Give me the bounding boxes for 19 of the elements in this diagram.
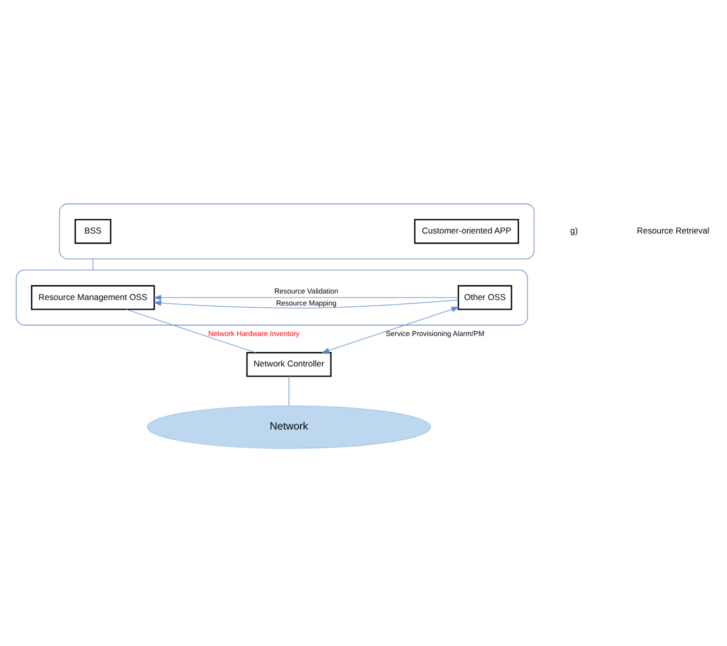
label: g) [570,225,578,236]
connector [288,376,290,406]
cluster [59,203,534,259]
connector [92,258,94,270]
label: Resource Retrieval [636,225,710,236]
node-box: Customer-oriented APP [414,218,520,244]
node-box: Other OSS [458,284,512,310]
arrow [153,294,458,300]
node-box: Resource Management OSS [30,284,155,310]
arrow [321,306,460,353]
node-box: BSS [74,218,112,244]
edge-label: Service Provisioning Alarm/PM [386,328,484,338]
cluster [16,269,528,325]
edge-label: Resource Validation [274,286,338,296]
node-box: Network Controller [246,352,332,376]
edge-label: Network Hardware Inventory [208,328,300,338]
edge-label: Resource Mapping [276,298,337,307]
node-ellipse: Network [147,404,431,448]
arrow [153,299,459,308]
